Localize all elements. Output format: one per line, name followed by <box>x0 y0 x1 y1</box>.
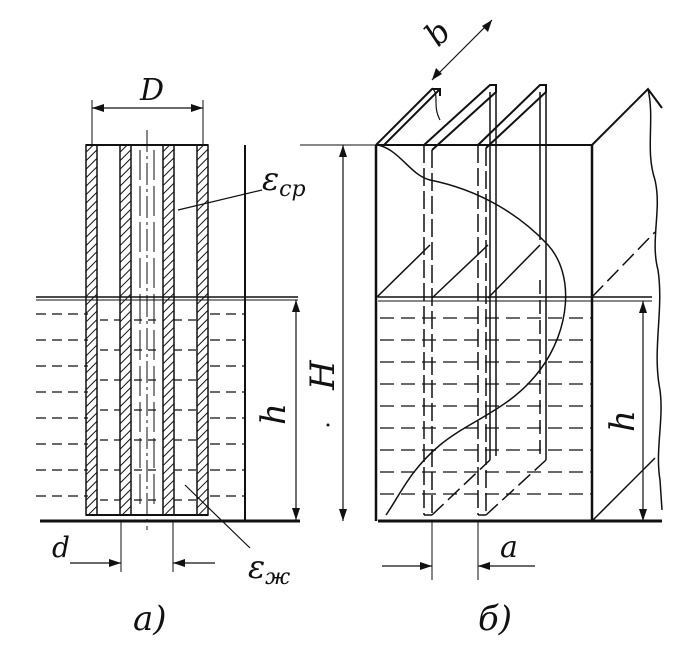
d-arrows <box>109 559 185 567</box>
label-a: a <box>500 530 518 565</box>
liquid-dashes-left <box>36 313 245 501</box>
b-dimension-line <box>431 19 493 81</box>
eps-zh-leader <box>184 484 251 549</box>
D-arrows <box>92 104 203 112</box>
plate-1-top <box>375 88 441 146</box>
b-arrows <box>432 20 492 80</box>
label-h-right: h <box>603 410 643 432</box>
label-b: b <box>417 12 458 53</box>
outer-tube-right-wall <box>196 144 209 516</box>
torn-edge-right <box>647 88 663 511</box>
a-arrows <box>420 562 490 570</box>
plate-3-top <box>477 84 547 149</box>
plates-bottom-perspective <box>431 459 547 516</box>
b-leader-curl <box>431 87 441 121</box>
label-H: H <box>303 359 343 391</box>
back-plate-level-diagonal <box>591 231 656 298</box>
plates-liquid-level-diagonals <box>375 244 541 299</box>
back-plate-top <box>591 87 663 146</box>
label-eps-zh: εж <box>248 548 290 590</box>
back-plate-bottom-diagonal <box>591 457 656 522</box>
H-dimension: H <box>300 144 378 521</box>
label-D: D <box>139 73 164 108</box>
stray-dot <box>326 423 330 427</box>
label-d: d <box>52 531 70 564</box>
inner-tube-right-wall <box>162 144 175 516</box>
distribution-curve <box>377 144 567 516</box>
plate-2-top <box>423 84 497 151</box>
outer-tube-left-wall <box>85 144 98 516</box>
eps-sr-leader <box>177 189 263 211</box>
caption-a: а) <box>133 599 167 639</box>
label-eps-sr: εср <box>262 160 306 202</box>
coaxial-sensor-figure: D εср εж d h а) <box>36 73 306 639</box>
plate-sensor-figure: b a h б) <box>374 12 663 639</box>
inner-tube-left-wall <box>119 144 132 516</box>
caption-b: б) <box>478 599 512 639</box>
label-h-left: h <box>254 403 294 425</box>
